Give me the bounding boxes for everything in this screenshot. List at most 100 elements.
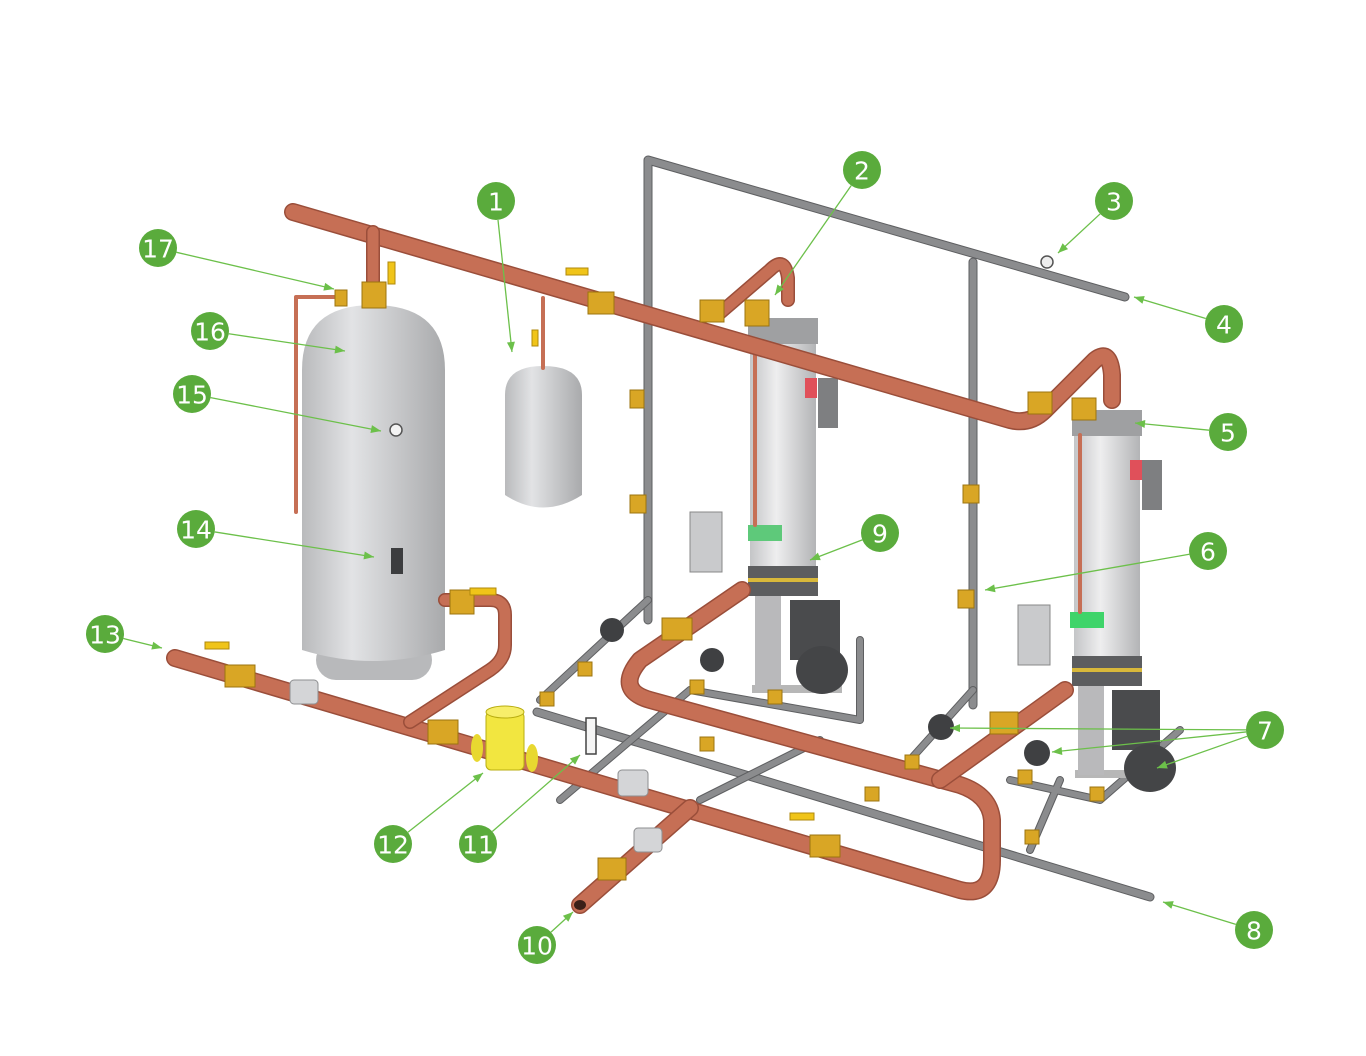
thermometer — [585, 717, 597, 755]
arrowhead-icon — [151, 641, 162, 650]
pressure-gauge — [1040, 255, 1054, 269]
leader-line — [1162, 901, 1237, 926]
callout-badge — [861, 514, 899, 552]
callout-badge — [1205, 305, 1243, 343]
callout-7: 7 — [949, 711, 1284, 769]
leader-line — [984, 553, 1190, 591]
callout-9: 9 — [809, 514, 899, 561]
arrowhead-icon — [950, 724, 961, 733]
storage-tank — [294, 289, 445, 680]
callout-badge — [1209, 413, 1247, 451]
callout-16: 16 — [191, 312, 346, 354]
callout-badge — [177, 510, 215, 548]
callout-number: 8 — [1246, 917, 1262, 946]
check-valves — [289, 679, 663, 853]
callout-12: 12 — [374, 772, 484, 863]
leader-line — [1051, 731, 1247, 753]
callout-14: 14 — [177, 510, 375, 560]
callout-15: 15 — [173, 375, 382, 434]
leader-line — [407, 772, 484, 833]
callout-number: 4 — [1216, 311, 1232, 340]
callout-6: 6 — [984, 532, 1227, 593]
callout-badge — [1235, 911, 1273, 949]
callout-3: 3 — [1057, 182, 1133, 254]
ball-valves — [204, 261, 1105, 881]
arrowhead-icon — [810, 552, 821, 561]
callout-number: 6 — [1200, 538, 1216, 567]
arrowhead-icon — [334, 345, 345, 354]
callout-badge — [1095, 182, 1133, 220]
callout-number: 1 — [488, 188, 504, 217]
callout-badge — [191, 312, 229, 350]
leader-line — [176, 251, 335, 290]
leader-line — [774, 185, 852, 296]
leader-line — [228, 333, 346, 352]
leader-line — [949, 727, 1247, 731]
callout-number: 17 — [142, 235, 174, 264]
tank-thermometer — [389, 423, 403, 437]
callout-5: 5 — [1134, 413, 1247, 451]
leader-line — [1156, 735, 1248, 769]
leader-line — [491, 754, 581, 832]
callout-badge — [477, 182, 515, 220]
callout-badge — [139, 229, 177, 267]
callout-11: 11 — [459, 754, 581, 863]
arrowhead-icon — [562, 912, 573, 922]
callout-number: 10 — [521, 932, 553, 961]
callout-8: 8 — [1162, 901, 1273, 949]
callout-badge — [1189, 532, 1227, 570]
pipe-outlet — [574, 900, 586, 910]
copper-pipes — [166, 203, 1121, 914]
callout-badge — [173, 375, 211, 413]
callout-number: 2 — [854, 157, 870, 186]
arrowhead-icon — [506, 341, 515, 352]
callout-number: 11 — [462, 831, 494, 860]
leader-line — [214, 531, 375, 558]
arrowhead-icon — [1052, 746, 1063, 755]
filter-unit-right — [1017, 410, 1176, 792]
callout-10: 10 — [518, 911, 574, 964]
callout-badge — [843, 151, 881, 189]
callout-number: 9 — [872, 520, 888, 549]
leader-line — [1133, 296, 1206, 320]
arrowhead-icon — [1157, 760, 1168, 769]
arrowhead-icon — [569, 755, 580, 765]
callout-number: 14 — [180, 516, 212, 545]
leader-line — [210, 397, 382, 432]
tank-sensor — [391, 548, 403, 574]
callout-number: 7 — [1257, 717, 1273, 746]
arrowhead-icon — [1134, 296, 1145, 304]
callout-badge — [374, 825, 412, 863]
filter-unit-left — [689, 318, 848, 694]
arrowhead-icon — [1058, 243, 1069, 253]
arrowhead-icon — [363, 551, 374, 560]
callout-badge — [518, 926, 556, 964]
callout-number: 12 — [377, 831, 409, 860]
callout-number: 5 — [1220, 419, 1236, 448]
callout-1: 1 — [477, 182, 515, 353]
air-separator — [471, 705, 538, 772]
callout-17: 17 — [139, 229, 335, 291]
arrowhead-icon — [370, 425, 381, 434]
callout-badge — [86, 615, 124, 653]
arrowhead-icon — [1163, 901, 1174, 909]
callout-badge — [1246, 711, 1284, 749]
callout-number: 13 — [89, 621, 121, 650]
arrowhead-icon — [472, 773, 483, 783]
callout-number: 3 — [1106, 188, 1122, 217]
expansion-tank — [505, 296, 582, 508]
callout-13: 13 — [86, 615, 163, 653]
callout-number: 16 — [194, 318, 226, 347]
callout-4: 4 — [1133, 296, 1243, 343]
leader-line — [497, 219, 513, 353]
arrowhead-icon — [775, 284, 784, 295]
arrowhead-icon — [1135, 419, 1146, 428]
arrowhead-icon — [323, 282, 334, 291]
arrowhead-icon — [985, 584, 996, 593]
leader-line — [1134, 422, 1210, 431]
callout-badge — [459, 825, 497, 863]
pumps — [600, 618, 1050, 766]
callout-number: 15 — [176, 381, 208, 410]
